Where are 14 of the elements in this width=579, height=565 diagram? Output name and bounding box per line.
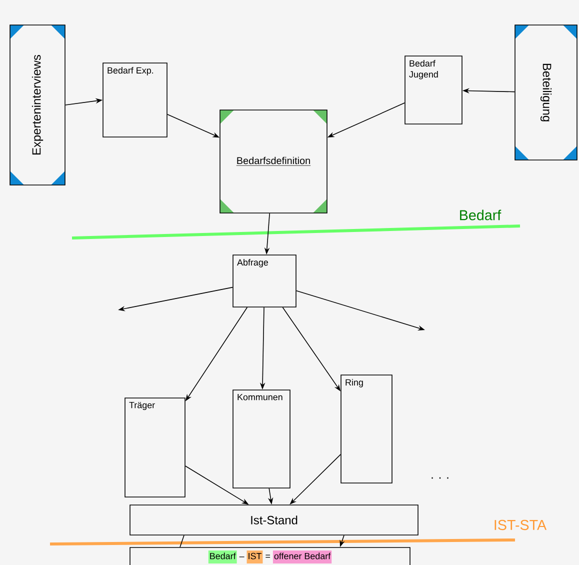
note-label: Bedarf [460, 210, 502, 220]
note-box: Bedarf Exp. [102, 62, 168, 138]
note-box: Ring [340, 374, 392, 484]
note-box: Bedarf Jugend [404, 56, 462, 124]
note-box: Bedarf – IST = offener Bedarf [130, 547, 410, 565]
note-label: IST-STA [494, 520, 547, 530]
note-box: Abfrage [232, 254, 296, 308]
note-box: Bedarfsdefinition [220, 110, 328, 214]
note-box: Träger [124, 398, 186, 498]
note-box: Ist-Stand [130, 504, 418, 536]
note-box: Beteiligung [514, 24, 578, 160]
note-box: Kommunen [232, 390, 290, 488]
note-label: . . . [432, 477, 448, 479]
note-box: Experteninterviews [10, 24, 66, 186]
